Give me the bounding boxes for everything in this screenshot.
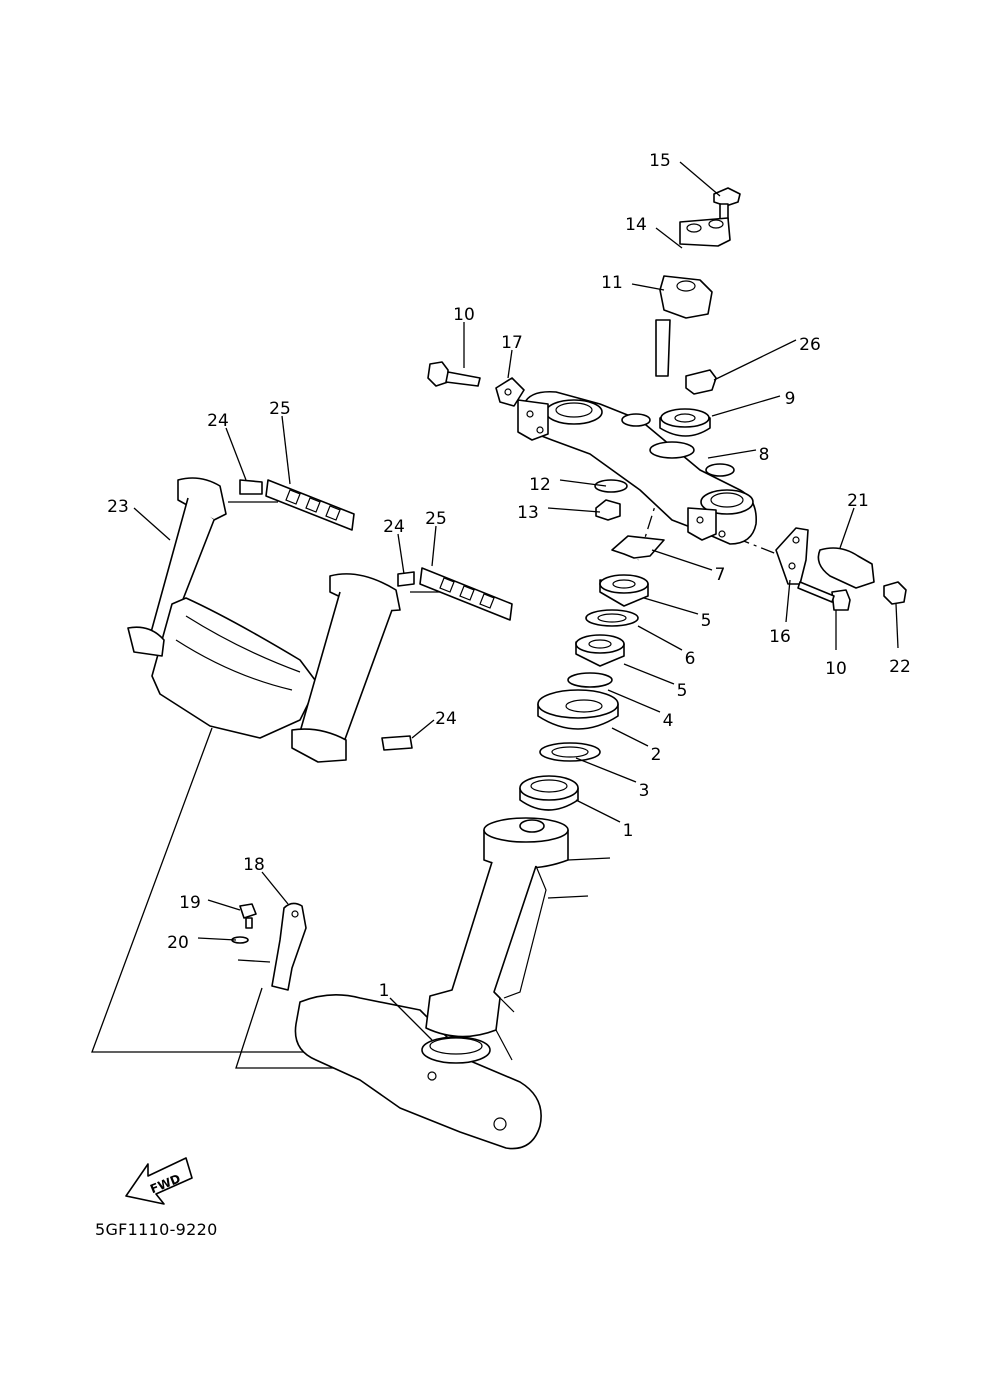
part-number-11: 11 xyxy=(601,273,623,293)
stem-hardware-stack xyxy=(519,535,665,811)
part-number-6: 6 xyxy=(685,649,696,669)
part-number-10: 10 xyxy=(453,305,475,325)
part-number-25: 25 xyxy=(269,399,291,419)
part-number-17: 17 xyxy=(501,333,523,353)
frame-head-pipe xyxy=(294,817,611,1150)
callout-leader-line xyxy=(711,395,781,417)
callout-leader-line xyxy=(611,727,649,747)
part-number-22: 22 xyxy=(889,657,911,677)
part-number-24: 24 xyxy=(435,709,457,729)
headlight-cover xyxy=(127,477,513,763)
diagram-code: 5GF1110-9220 xyxy=(95,1220,218,1239)
callout-leader-line xyxy=(679,161,721,197)
part-number-5: 5 xyxy=(677,681,688,701)
part-number-4: 4 xyxy=(663,711,674,731)
callout-leader-line xyxy=(631,283,665,291)
part-number-8: 8 xyxy=(759,445,770,465)
callout-leader-line xyxy=(655,227,683,249)
callout-leader-line xyxy=(225,427,247,481)
part-number-7: 7 xyxy=(715,565,726,585)
callout-leader-line xyxy=(895,603,899,649)
callout-leader-line xyxy=(547,507,601,513)
handlebar-holder-assembly xyxy=(594,187,741,521)
part-number-26: 26 xyxy=(799,335,821,355)
callout-leader-line xyxy=(559,479,607,487)
callout-leader-line xyxy=(839,507,855,549)
callout-leader-line xyxy=(785,579,791,623)
part-number-1: 1 xyxy=(379,981,390,1001)
part-number-13: 13 xyxy=(517,503,539,523)
part-number-25: 25 xyxy=(425,509,447,529)
part-number-20: 20 xyxy=(167,933,189,953)
part-number-9: 9 xyxy=(785,389,796,409)
callout-leader-line xyxy=(575,799,621,823)
fwd-arrow-icon: FWD xyxy=(125,1157,193,1205)
callout-leader-line xyxy=(637,625,683,651)
callout-leader-line xyxy=(651,549,713,571)
callout-leader-line xyxy=(607,689,661,713)
part-number-5: 5 xyxy=(701,611,712,631)
headlight-bracket xyxy=(231,902,307,991)
callout-leader-line xyxy=(397,533,405,575)
callout-leader-line xyxy=(197,937,237,941)
callout-leader-line xyxy=(507,349,513,379)
part-number-19: 19 xyxy=(179,893,201,913)
callout-leader-line xyxy=(575,757,637,783)
callout-leader-line xyxy=(707,449,757,459)
callout-leader-line xyxy=(623,663,675,685)
part-number-18: 18 xyxy=(243,855,265,875)
callout-leader-line xyxy=(281,415,291,485)
callout-leader-line xyxy=(713,339,797,381)
callout-leader-line xyxy=(643,597,699,615)
part-number-24: 24 xyxy=(207,411,229,431)
callout-leader-line xyxy=(431,525,437,567)
callout-leader-line xyxy=(207,899,241,911)
part-number-2: 2 xyxy=(651,745,662,765)
part-number-24: 24 xyxy=(383,517,405,537)
callout-leader-line xyxy=(389,997,433,1041)
part-number-12: 12 xyxy=(529,475,551,495)
side-hardware xyxy=(427,361,907,611)
callout-leader-line xyxy=(261,871,289,905)
part-number-3: 3 xyxy=(639,781,650,801)
part-number-15: 15 xyxy=(649,151,671,171)
part-number-23: 23 xyxy=(107,497,129,517)
part-number-10: 10 xyxy=(825,659,847,679)
part-number-14: 14 xyxy=(625,215,647,235)
callout-leader-line xyxy=(411,719,435,739)
part-number-1: 1 xyxy=(623,821,634,841)
part-number-16: 16 xyxy=(769,627,791,647)
upper-bracket xyxy=(517,390,757,545)
callout-leader-line xyxy=(133,507,171,541)
part-number-21: 21 xyxy=(847,491,869,511)
